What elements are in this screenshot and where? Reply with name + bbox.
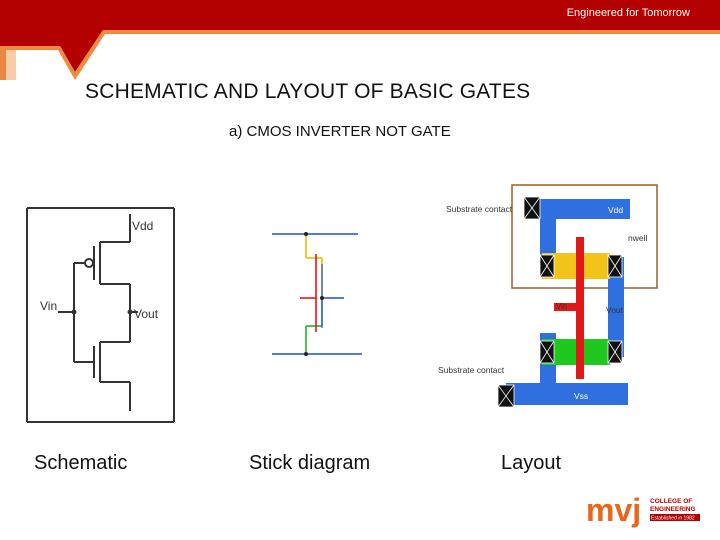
layout-vout-label: Vout	[606, 305, 624, 315]
logo-line1: COLLEGE OF	[650, 498, 692, 505]
header-tagline: Engineered for Tomorrow	[566, 7, 690, 19]
caption-stick-diagram: Stick diagram	[249, 452, 371, 474]
substrate-contact-top-label: Substrate contact	[446, 204, 513, 214]
slide-subtitle: a) CMOS INVERTER NOT GATE	[229, 123, 451, 140]
caption-layout: Layout	[501, 452, 562, 474]
nwell-label: nwell	[628, 233, 647, 243]
layout-vdd-label: Vdd	[608, 205, 623, 215]
caption-schematic: Schematic	[34, 452, 128, 474]
schematic-vdd-label: Vdd	[132, 219, 153, 233]
layout-vin-label: Vin	[556, 302, 567, 311]
stick-diagram	[272, 232, 362, 356]
substrate-contact-bottom-label: Substrate contact	[438, 365, 505, 375]
layout-vss-label: Vss	[574, 391, 588, 401]
college-logo: mvj COLLEGE OF ENGINEERING Established i…	[586, 492, 700, 528]
schematic-vout-label: Vout	[134, 307, 159, 321]
layout-diagram: Substrate contact Vdd nwell Vin Vout Sub…	[438, 184, 658, 408]
logo-line2: ENGINEERING	[650, 506, 696, 513]
nwell-region	[511, 184, 658, 289]
logo-line3: Established in 1982	[651, 516, 695, 522]
logo-mark: mvj	[586, 492, 641, 528]
schematic-vin-label: Vin	[40, 299, 57, 313]
header-banner	[0, 0, 720, 80]
slide-title: SCHEMATIC AND LAYOUT OF BASIC GATES	[85, 80, 531, 103]
schematic-diagram: Vdd Vin Vout	[26, 207, 175, 423]
